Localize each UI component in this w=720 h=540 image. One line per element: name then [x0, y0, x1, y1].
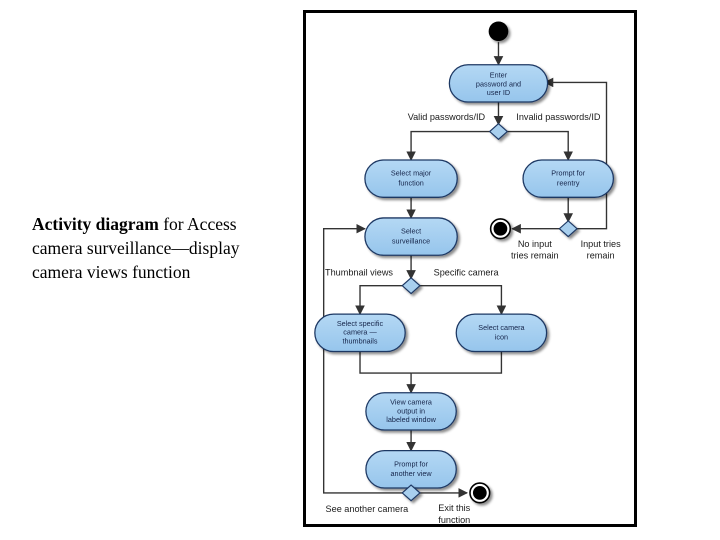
edge-d4-to-surveil-loop [322, 223, 404, 494]
action-view-camera-output-line1: View camera [390, 397, 433, 406]
action-select-specific-camera-line2: camera — [343, 328, 377, 337]
action-select-major-function[interactable]: Select major function [364, 159, 458, 198]
action-select-camera-icon[interactable]: Select camera icon [455, 313, 548, 353]
guard-specific-camera: Specific camera [434, 267, 500, 277]
action-select-surveillance-line2: surveillance [392, 236, 430, 245]
action-prompt-for-reentry[interactable]: Prompt for reentry [522, 159, 615, 198]
action-view-camera-output[interactable]: View camera output in labeled window [365, 392, 457, 431]
decision-input-tries[interactable] [558, 220, 578, 238]
action-select-surveillance[interactable]: Select surveillance [364, 217, 458, 256]
diagram-frame: Enter password and user ID Valid passwor… [303, 10, 637, 527]
final-node-no-tries [489, 218, 512, 240]
decision-another-view[interactable] [401, 484, 421, 502]
edge-d3-to-icon [418, 284, 507, 316]
action-view-camera-output-line3: labeled window [386, 415, 436, 424]
decision-view-mode[interactable] [401, 277, 421, 295]
final-node-exit [469, 482, 491, 504]
activity-diagram-canvas: Enter password and user ID Valid passwor… [314, 21, 622, 524]
action-select-camera-icon-line1: Select camera [478, 323, 525, 332]
edge-d3-to-thumbs [355, 284, 404, 316]
action-prompt-another-view-line1: Prompt for [394, 459, 428, 468]
guard-no-input-tries-line1: No input [518, 239, 552, 249]
guard-exit-function-line1: Exit this [438, 503, 470, 513]
figure-caption-rest: for Access camera surveillance—display c… [32, 214, 240, 282]
edge-thumbs-to-merge [359, 351, 412, 374]
action-select-specific-camera-line1: Select specific [337, 319, 384, 328]
edge-d2-to-enter-loop [543, 77, 608, 230]
action-select-surveillance-line1: Select [401, 227, 421, 236]
figure-caption: Activity diagram for Access camera surve… [32, 212, 277, 284]
figure-caption-bold: Activity diagram [32, 214, 159, 234]
guard-see-another-camera: See another camera [326, 504, 410, 514]
action-prompt-another-view-line2: another view [391, 469, 433, 478]
action-view-camera-output-line2: output in [397, 406, 425, 415]
edge-icon-to-merge [411, 351, 503, 374]
guard-valid-passwords: Valid passwords/ID [408, 112, 486, 122]
guard-input-tries-line2: remain [587, 251, 615, 261]
decision-password-valid[interactable] [488, 122, 509, 141]
edge-d1-to-prompt [506, 130, 574, 161]
action-select-specific-camera-line3: thumbnails [342, 337, 377, 346]
guard-invalid-passwords: Invalid passwords/ID [516, 112, 601, 122]
action-prompt-for-reentry-line2: reentry [557, 178, 580, 187]
action-enter-password[interactable]: Enter password and user ID [448, 64, 549, 103]
action-select-major-function-line1: Select major [391, 169, 432, 178]
action-enter-password-line3: user ID [487, 88, 510, 97]
guard-no-input-tries-line2: tries remain [511, 251, 559, 261]
action-enter-password-line1: Enter [490, 70, 508, 79]
guard-thumbnail-views: Thumbnail views [325, 267, 393, 277]
action-prompt-another-view[interactable]: Prompt for another view [365, 450, 457, 489]
guard-exit-function-line2: function [438, 515, 470, 524]
action-select-camera-icon-line2: icon [495, 333, 508, 342]
action-prompt-for-reentry-line1: Prompt for [551, 169, 585, 178]
edge-d1-to-selectmajor [406, 130, 491, 161]
action-select-specific-camera-thumbnails[interactable]: Select specific camera — thumbnails [314, 313, 406, 353]
guard-input-tries-line1: Input tries [581, 239, 622, 249]
action-enter-password-line2: password and [476, 79, 521, 88]
action-select-major-function-line2: function [398, 178, 423, 187]
initial-node [488, 21, 509, 42]
